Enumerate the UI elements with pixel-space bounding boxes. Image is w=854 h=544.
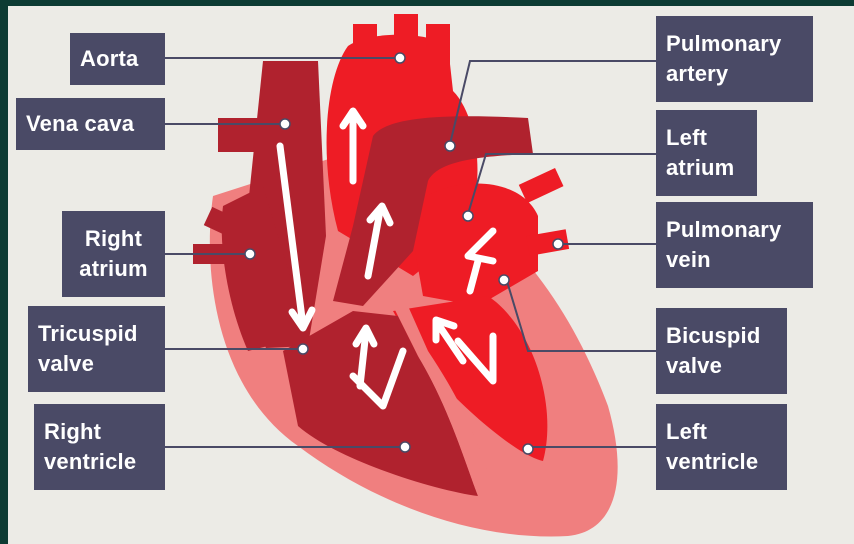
- dot-right-atrium: [245, 249, 255, 259]
- label-pulmonary-artery-line1: Pulmonary: [666, 29, 803, 59]
- label-right-ventricle: Right ventricle: [34, 404, 165, 490]
- label-pulmonary-artery-line2: artery: [666, 59, 803, 89]
- pulmonary-vein-upper: [519, 168, 564, 203]
- label-left-ventricle-line2: ventricle: [666, 447, 777, 477]
- label-left-atrium: Left atrium: [656, 110, 757, 196]
- dot-pulmonary-artery: [445, 141, 455, 151]
- label-right-ventricle-line2: ventricle: [44, 447, 155, 477]
- diagram-frame: Aorta Vena cava Right atrium Tricuspid v…: [8, 6, 854, 544]
- dot-bicuspid: [499, 275, 509, 285]
- aorta-branch-3: [426, 24, 450, 64]
- label-tricuspid-valve: Tricuspid valve: [28, 306, 165, 392]
- label-right-ventricle-line1: Right: [44, 417, 155, 447]
- label-tricuspid-valve-line2: valve: [38, 349, 155, 379]
- label-right-atrium: Right atrium: [62, 211, 165, 297]
- label-right-atrium-line1: Right: [85, 224, 142, 254]
- label-pulmonary-vein-line2: vein: [666, 245, 803, 275]
- label-vena-cava-line1: Vena cava: [26, 109, 155, 139]
- label-pulmonary-vein-line1: Pulmonary: [666, 215, 803, 245]
- label-bicuspid-valve-line2: valve: [666, 351, 777, 381]
- dot-left-ventricle: [523, 444, 533, 454]
- label-aorta-line1: Aorta: [80, 44, 155, 74]
- label-left-atrium-line2: atrium: [666, 153, 747, 183]
- label-pulmonary-artery: Pulmonary artery: [656, 16, 813, 102]
- label-right-atrium-line2: atrium: [79, 254, 147, 284]
- label-left-atrium-line1: Left: [666, 123, 747, 153]
- label-left-ventricle: Left ventricle: [656, 404, 787, 490]
- dot-pulmonary-vein: [553, 239, 563, 249]
- label-aorta: Aorta: [70, 33, 165, 85]
- label-bicuspid-valve-line1: Bicuspid: [666, 321, 777, 351]
- dot-right-ventricle: [400, 442, 410, 452]
- label-bicuspid-valve: Bicuspid valve: [656, 308, 787, 394]
- label-vena-cava: Vena cava: [16, 98, 165, 150]
- label-pulmonary-vein: Pulmonary vein: [656, 202, 813, 288]
- dot-tricuspid: [298, 344, 308, 354]
- label-tricuspid-valve-line1: Tricuspid: [38, 319, 155, 349]
- dot-left-atrium: [463, 211, 473, 221]
- dot-vena-cava: [280, 119, 290, 129]
- dot-aorta: [395, 53, 405, 63]
- label-left-ventricle-line1: Left: [666, 417, 777, 447]
